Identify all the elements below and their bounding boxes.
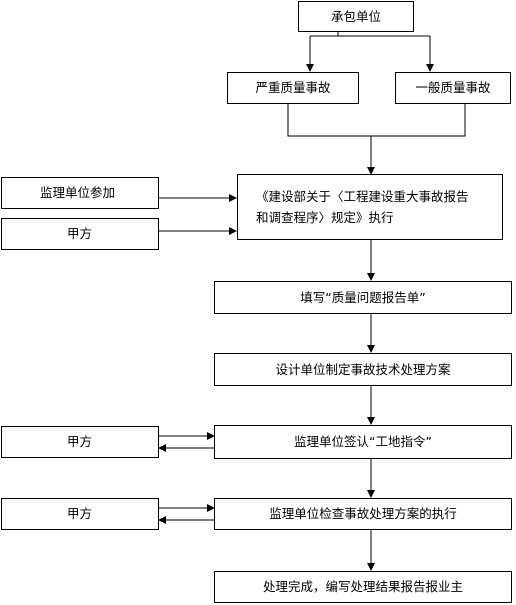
party-a-mid-label: 甲方 [67,434,93,450]
fill-form-box: 填写“质量问题报告单” [214,281,512,314]
inspect-execution-box: 监理单位检查事故处理方案的执行 [214,498,512,530]
fill-form-label: 填写“质量问题报告单” [300,289,426,305]
design-plan-box: 设计单位制定事故技术处理方案 [214,353,512,386]
party-a-bottom-label: 甲方 [67,506,93,522]
supervisor-participates-label: 监理单位参加 [40,185,116,201]
sign-instruction-box: 监理单位签认“工地指令” [214,425,512,459]
serious-accident-label: 严重质量事故 [255,80,331,96]
sign-instruction-label: 监理单位签认“工地指令” [294,434,432,450]
contractor-label: 承包单位 [330,8,381,24]
general-accident-box: 一般质量事故 [395,72,511,104]
party-a-mid-box: 甲方 [1,426,159,458]
serious-accident-box: 严重质量事故 [227,72,359,104]
regulation-box: 《建设部关于〈工程建设重大事故报告 和调查程序〉规定》执行 [237,174,503,240]
general-accident-label: 一般质量事故 [415,80,491,96]
connector-merge [287,103,466,137]
regulation-line-1: 《建设部关于〈工程建设重大事故报告 [256,188,469,204]
contractor-box: 承包单位 [298,1,414,32]
party-a-bottom-box: 甲方 [1,498,159,530]
party-a-top-box: 甲方 [1,218,159,250]
supervisor-participates-box: 监理单位参加 [1,177,159,209]
regulation-line-2: 和调查程序〉规定》执行 [256,210,394,225]
complete-report-label: 处理完成，编写处理结果报告报业主 [262,579,463,595]
design-plan-label: 设计单位制定事故技术处理方案 [275,361,451,377]
complete-report-box: 处理完成，编写处理结果报告报业主 [214,571,512,603]
inspect-execution-label: 监理单位检查事故处理方案的执行 [269,506,457,522]
regulation-text: 《建设部关于〈工程建设重大事故报告 和调查程序〉规定》执行 [256,186,469,229]
party-a-top-label: 甲方 [67,226,93,242]
